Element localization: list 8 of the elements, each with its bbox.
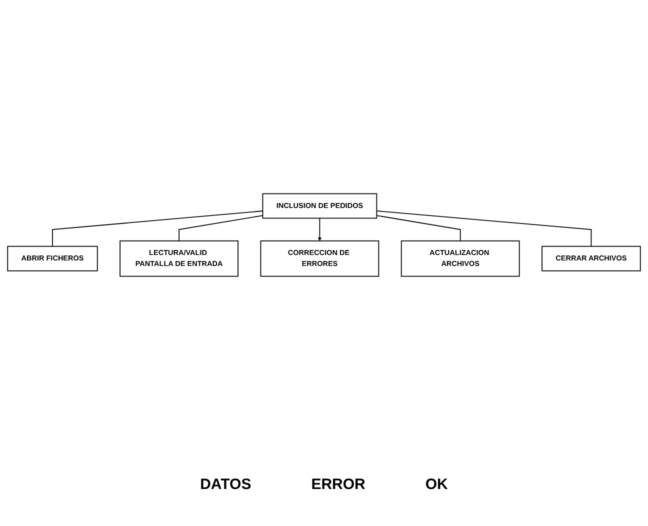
arrow — [318, 218, 322, 242]
connector — [376, 210, 592, 247]
flow-label: DATOS — [200, 476, 252, 493]
connector — [52, 210, 264, 247]
flow-label: ERROR — [311, 476, 366, 493]
connector — [376, 215, 461, 242]
connector — [178, 215, 264, 242]
flow-label: OK — [425, 476, 448, 493]
